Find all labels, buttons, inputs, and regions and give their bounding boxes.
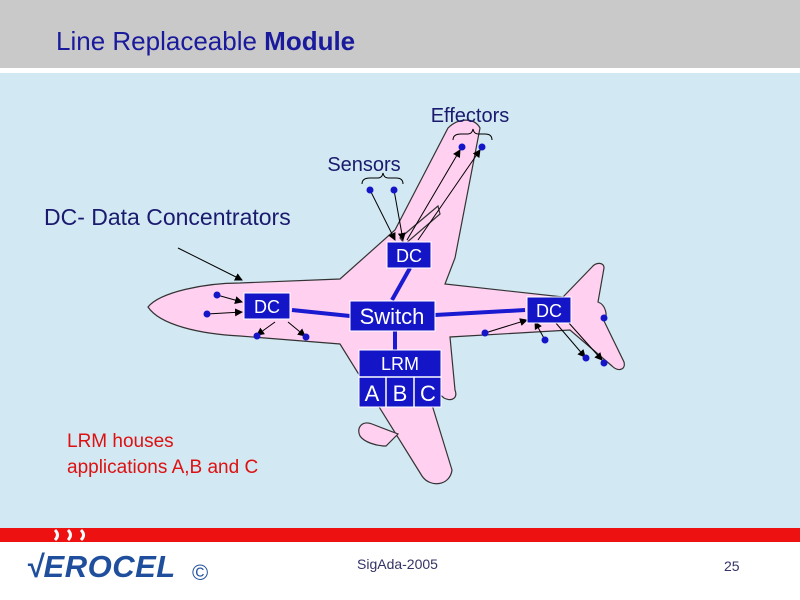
dc-heading: DC- Data Concentrators: [44, 204, 291, 230]
app-c-label: C: [420, 381, 436, 406]
note-line-1: LRM houses: [67, 431, 174, 452]
device-dots: [203, 143, 608, 367]
airplane-diagram: DC DC DC Switch LRM A B C Effectors Se: [44, 105, 625, 485]
switch-box: Switch: [349, 300, 436, 332]
slide-content: DC DC DC Switch LRM A B C Effectors Se: [0, 73, 800, 528]
engine-pod-bottom: [358, 422, 400, 447]
app-a-label: A: [365, 381, 380, 406]
signal-arrows: [177, 149, 603, 361]
lrm-box: LRM A B C: [358, 349, 442, 408]
logo-marks: [53, 528, 85, 542]
footer: [0, 542, 800, 600]
copyright-symbol: ©: [192, 560, 209, 585]
footer-band: [0, 528, 800, 542]
footer-event: SigAda-2005: [357, 556, 438, 572]
page-number: 25: [724, 558, 740, 574]
network-lines: [291, 267, 526, 350]
title-divider: [0, 68, 800, 73]
dc-box-left: DC: [243, 292, 291, 320]
sensors-label: Sensors: [327, 154, 400, 176]
dc-box-top: DC: [386, 241, 432, 269]
verocel-logo: √EROCEL: [26, 549, 176, 584]
lrm-label: LRM: [381, 354, 419, 374]
dc-label-top: DC: [396, 246, 422, 266]
note-line-2: applications A,B and C: [67, 457, 258, 478]
title-prefix: Line Replaceable: [56, 26, 265, 56]
switch-label: Switch: [360, 304, 425, 329]
effectors-label: Effectors: [431, 105, 510, 127]
dc-box-right: DC: [526, 296, 572, 324]
dc-label-left: DC: [254, 297, 280, 317]
sensors-brace: [361, 172, 404, 185]
effectors-brace: [452, 128, 493, 141]
title-bar: Line Replaceable Module: [0, 0, 800, 68]
slide-title: Line Replaceable Module: [56, 26, 355, 57]
app-b-label: B: [393, 381, 408, 406]
dc-label-right: DC: [536, 301, 562, 321]
title-emphasis: Module: [264, 26, 356, 56]
